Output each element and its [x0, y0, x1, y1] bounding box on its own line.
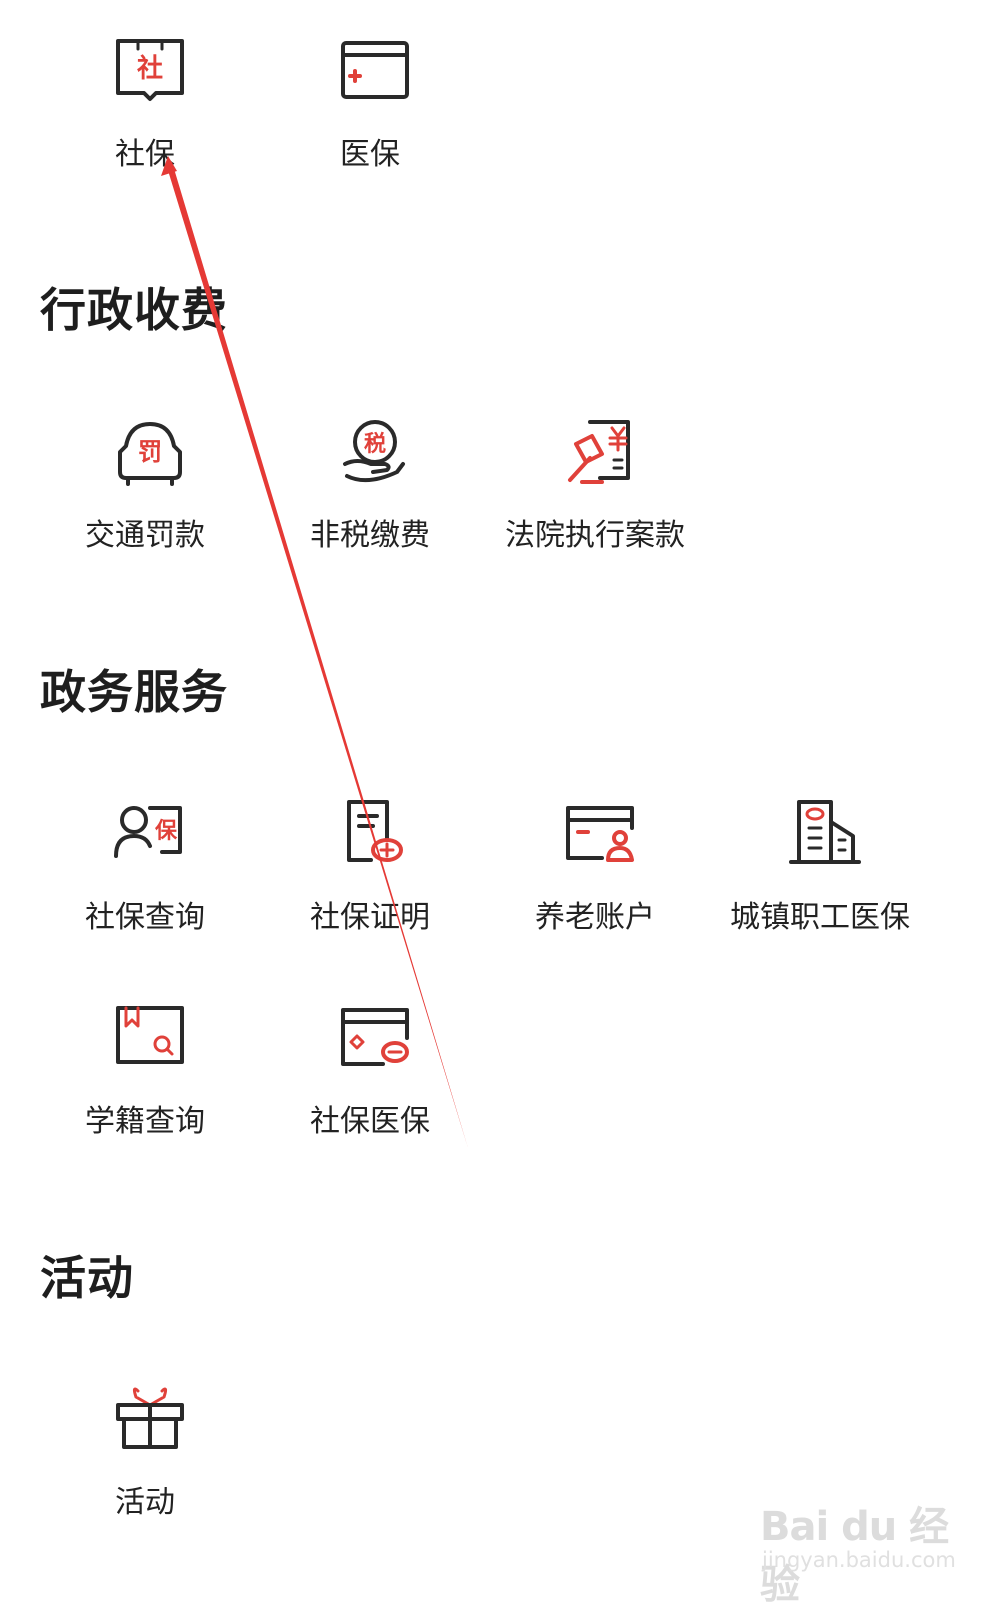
social-security-query-person-icon: 保 — [112, 798, 188, 874]
social-security-book-icon: 社 — [112, 35, 188, 111]
svg-text:罚: 罚 — [138, 438, 162, 466]
gift-box-icon — [112, 1383, 188, 1459]
watermark-url: jingyan.baidu.com — [762, 1548, 956, 1572]
section-title-activities: 活动 — [40, 1251, 134, 1305]
tile-social-security-certificate[interactable]: 社保证明 — [270, 798, 470, 948]
svg-text:税: 税 — [364, 431, 386, 457]
medical-insurance-card-icon — [337, 35, 413, 111]
pension-account-card-icon — [562, 798, 638, 874]
tile-label: 活动 — [115, 1485, 175, 1520]
urban-employee-building-icon — [787, 798, 863, 874]
tile-label: 医保 — [340, 137, 400, 172]
svg-text:保: 保 — [154, 819, 178, 844]
svg-text:社: 社 — [137, 53, 163, 84]
section-title-administrative-fees: 行政收费 — [40, 283, 228, 337]
tile-pension-account[interactable]: 养老账户 — [495, 798, 695, 948]
tile-label: 城镇职工医保 — [730, 900, 910, 935]
tile-shebao[interactable]: 社 社保 — [45, 35, 245, 185]
tile-label: 养老账户 — [535, 900, 655, 935]
tile-yibao[interactable]: 医保 — [270, 35, 470, 185]
student-record-search-icon — [112, 1002, 188, 1078]
social-security-certificate-icon — [337, 798, 413, 874]
tile-urban-employee-medical[interactable]: 城镇职工医保 — [720, 798, 920, 948]
traffic-fine-car-icon: 罚 — [112, 416, 188, 492]
tile-court-execution[interactable]: 法院执行案款 — [495, 416, 695, 566]
court-gavel-icon — [562, 416, 638, 492]
tile-traffic-fine[interactable]: 罚 交通罚款 — [45, 416, 245, 566]
tile-label: 法院执行案款 — [505, 518, 685, 553]
social-medical-insurance-card-icon — [337, 1002, 413, 1078]
tile-label: 社保医保 — [310, 1104, 430, 1139]
non-tax-payment-hand-icon: 税 — [337, 416, 413, 492]
tile-non-tax-payment[interactable]: 税 非税缴费 — [270, 416, 470, 566]
tile-social-security-query[interactable]: 保 社保查询 — [45, 798, 245, 948]
tile-student-record-query[interactable]: 学籍查询 — [45, 1002, 245, 1152]
tile-activity[interactable]: 活动 — [45, 1383, 245, 1533]
tile-social-medical-insurance[interactable]: 社保医保 — [270, 1002, 470, 1152]
baidu-watermark: Bai du 经验 jingyan.baidu.com — [760, 1490, 960, 1608]
section-title-government-services: 政务服务 — [40, 665, 228, 719]
